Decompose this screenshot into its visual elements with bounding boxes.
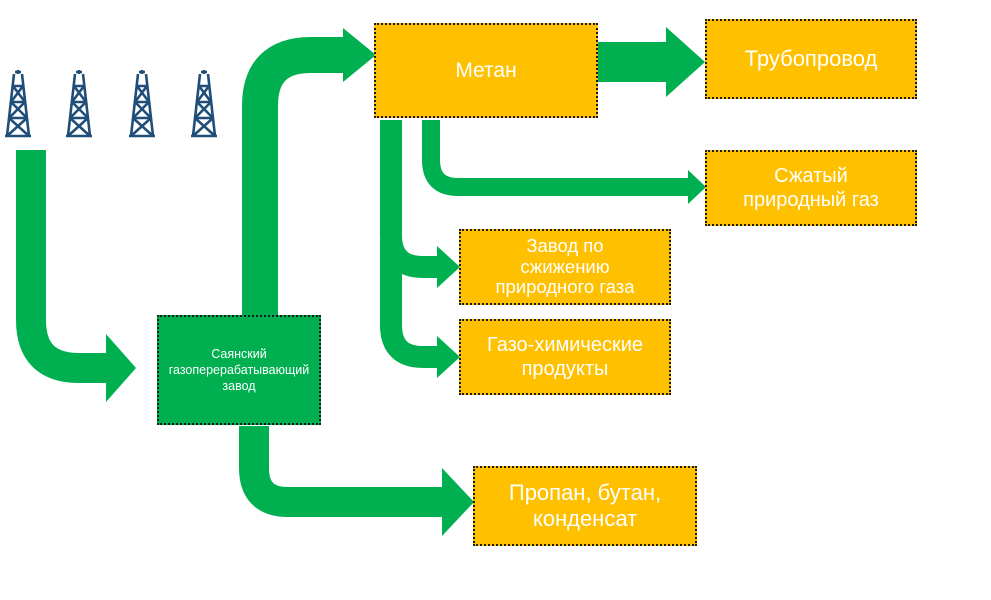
- arrow-head-plant-to-methane: [343, 28, 376, 82]
- pipeline-label: Трубопровод: [744, 45, 878, 71]
- oil-derrick-icon: [66, 70, 92, 138]
- cng-node: Сжатый природный газ: [705, 150, 917, 226]
- arrow-methane-to-cng: [422, 120, 693, 196]
- lng-label: Завод по сжижению природного газа: [495, 235, 635, 298]
- lng-node: Завод по сжижению природного газа: [459, 229, 671, 305]
- arrow-head-methane-to-cng: [688, 170, 706, 204]
- arrow-head-plant-to-lpg: [442, 468, 474, 536]
- arrow-head-methane-to-gas-chem: [437, 336, 460, 378]
- cng-label: Сжатый природный газ: [743, 165, 879, 211]
- oil-derrick-icon: [5, 70, 31, 138]
- pipeline-node: Трубопровод: [705, 19, 917, 99]
- lpg-label: Пропан, бутан, конденсат: [508, 479, 662, 531]
- methane-label: Метан: [455, 58, 517, 82]
- arrow-head-wells-to-plant: [106, 334, 136, 402]
- arrow-plant-to-lpg: [239, 426, 446, 517]
- plant-label: Саянский газоперерабатывающий завод: [168, 346, 310, 394]
- oil-derrick-icon: [129, 70, 155, 138]
- arrow-methane-to-gas-chem: [380, 240, 442, 368]
- arrow-wells-to-plant: [16, 150, 112, 383]
- methane-node: Метан: [374, 23, 598, 118]
- arrow-head-methane-to-pipeline: [666, 27, 705, 97]
- plant-node: Саянский газоперерабатывающий завод: [157, 315, 321, 425]
- arrow-head-methane-to-lng: [437, 246, 460, 288]
- gas-chem-node: Газо-химические продукты: [459, 319, 671, 395]
- gas-chem-label: Газо-химические продукты: [486, 334, 643, 380]
- lpg-node: Пропан, бутан, конденсат: [473, 466, 697, 546]
- arrow-plant-to-methane: [242, 37, 345, 318]
- oil-derrick-icon: [191, 70, 217, 138]
